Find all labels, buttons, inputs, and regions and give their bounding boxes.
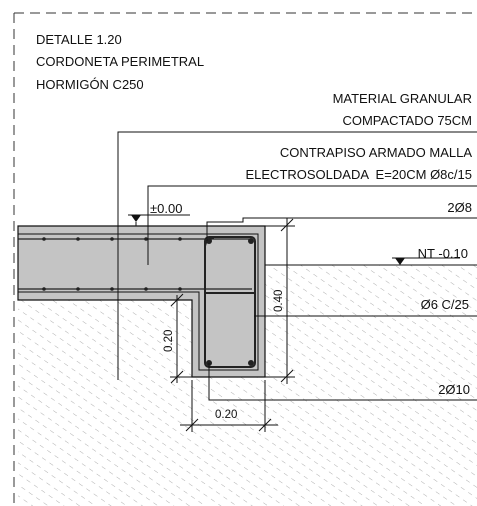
title-line-1: DETALLE 1.20 <box>36 32 122 47</box>
dimension-texts: 0.40 0.20 0.20 <box>163 290 285 421</box>
soil-fill <box>18 265 477 506</box>
note-bottom-bars: 2Ø10 <box>438 382 470 397</box>
note-top-bars: 2Ø8 <box>447 200 472 215</box>
dim-beam-depth: 0.40 <box>273 290 285 312</box>
title-block: DETALLE 1.20 CORDONETA PERIMETRAL HORMIG… <box>36 32 204 92</box>
note-granular-1: MATERIAL GRANULAR <box>333 91 472 106</box>
notes: MATERIAL GRANULAR COMPACTADO 75CM CONTRA… <box>150 91 472 397</box>
leader-lines <box>117 131 477 401</box>
dim-slab-step: 0.20 <box>163 330 175 352</box>
dim-beam-width: 0.20 <box>215 409 237 421</box>
dimension-beam-depth <box>265 218 295 384</box>
title-line-3: HORMIGÓN C250 <box>36 77 144 92</box>
note-ground-level: NT -0.10 <box>418 246 468 261</box>
note-granular-2: COMPACTADO 75CM <box>342 113 472 128</box>
title-line-2: CORDONETA PERIMETRAL <box>36 54 204 69</box>
slab-rebar <box>18 238 252 290</box>
note-slab-2: ELECTROSOLDADA E=20CM Ø8c/15 <box>245 167 472 182</box>
dimension-beam-width <box>180 380 278 432</box>
level-marker-floor <box>128 214 190 226</box>
note-slab-1: CONTRAPISO ARMADO MALLA <box>280 145 472 160</box>
note-stirrups: Ø6 C/25 <box>421 297 469 312</box>
slab-rebar-dots <box>42 237 182 291</box>
note-floor-level: ±0.00 <box>150 201 182 216</box>
sheet-border <box>13 12 477 506</box>
dimension-slab-step <box>170 293 192 384</box>
level-marker-ground <box>392 257 460 265</box>
